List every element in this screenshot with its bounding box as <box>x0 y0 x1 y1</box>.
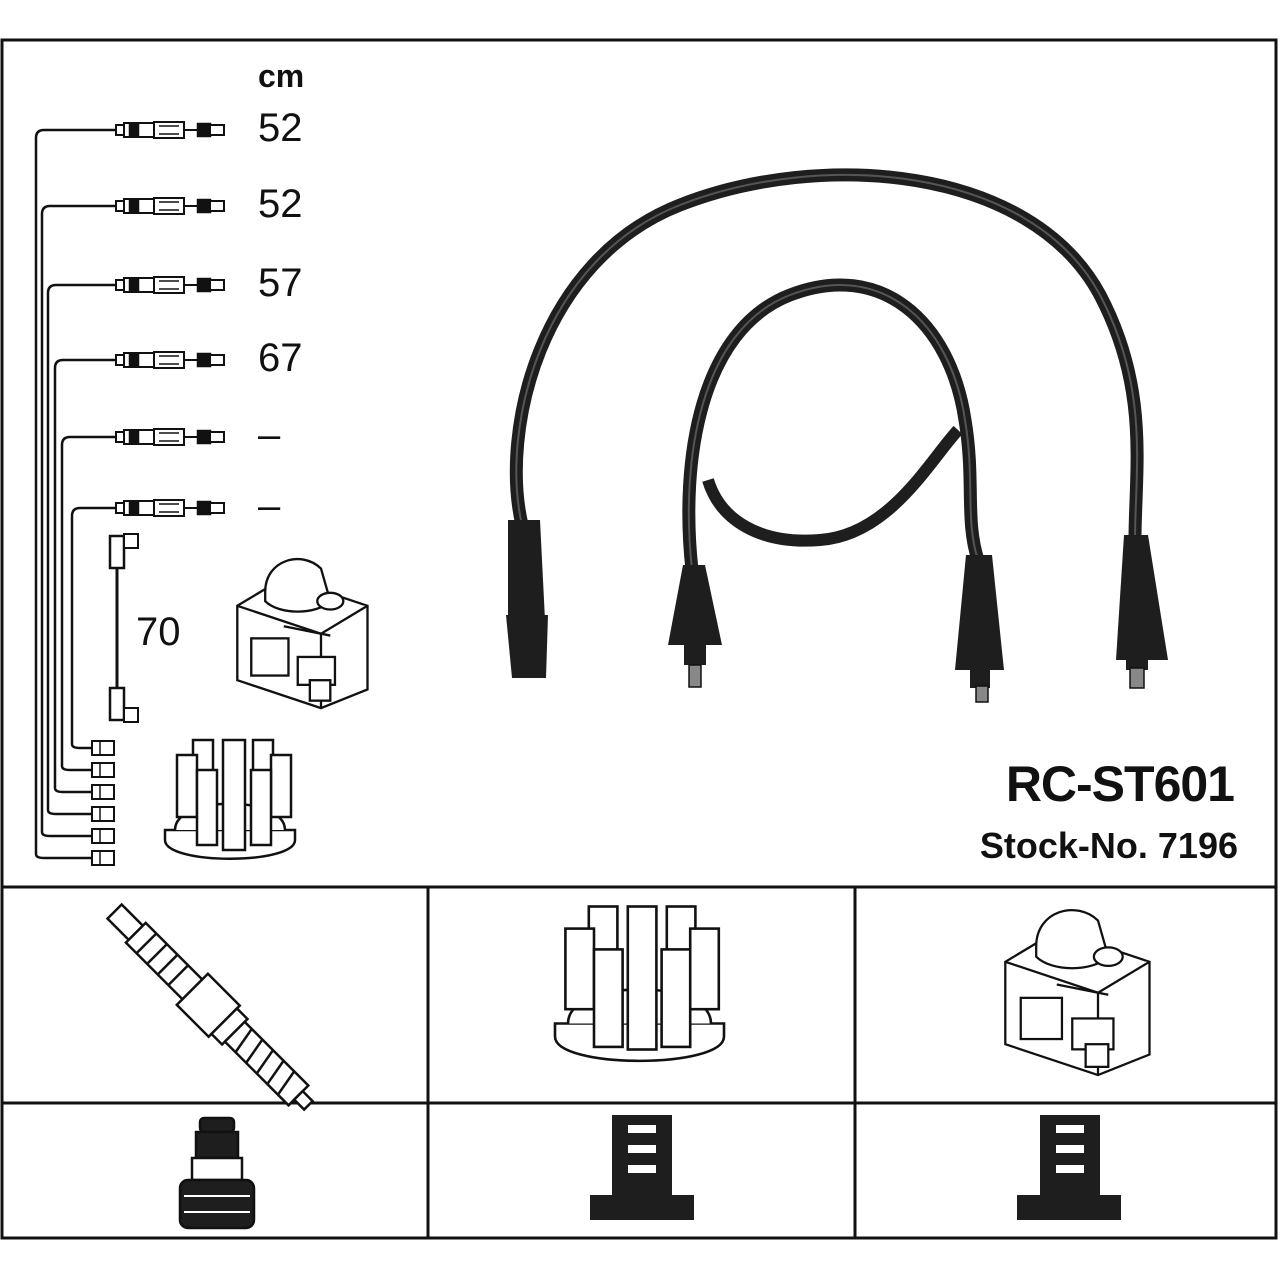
spark-plug-icon <box>105 902 315 1112</box>
distributor-cap-small-icon <box>163 738 297 860</box>
ignition-coil-icon <box>1004 909 1151 1077</box>
lead-terminal-assembly <box>114 350 226 370</box>
lead-terminal-assembly <box>114 275 226 295</box>
lead-schematic <box>34 120 226 867</box>
distributor-end-terminal <box>90 827 116 845</box>
lead-terminal-assembly <box>114 196 226 216</box>
lead-length-label: 67 <box>258 336 303 380</box>
model-number: RC-ST601 <box>1005 756 1235 812</box>
distributor-end-terminal <box>90 805 116 823</box>
lead-length-label: – <box>258 413 281 457</box>
lead-length-label: 52 <box>258 182 303 226</box>
lead-length-label: – <box>258 484 281 528</box>
lead-length-label: 52 <box>258 106 303 150</box>
distributor-end-terminal <box>90 761 116 779</box>
distributor-end-terminal <box>90 739 116 757</box>
distributor-cap-icon <box>553 905 726 1063</box>
distributor-end-terminal <box>90 849 116 867</box>
ignition-coil-small-icon <box>236 558 369 710</box>
cable-set-drawing <box>506 168 1168 703</box>
outer-frame <box>0 38 1278 1240</box>
lead-terminal-assembly <box>114 120 226 140</box>
unit-label: cm <box>258 58 305 94</box>
stock-number: Stock-No. 7196 <box>979 825 1238 866</box>
coil-lead-schematic <box>108 533 139 723</box>
plug-connector-icon <box>178 1116 256 1230</box>
lead-wire <box>34 128 118 860</box>
lead-terminal-assembly <box>114 498 226 518</box>
distributor-connector-icon <box>590 1115 694 1220</box>
lead-wire <box>60 435 118 772</box>
lead-terminal-assembly <box>114 427 226 447</box>
lead-wire <box>46 283 118 816</box>
lead-wire <box>53 358 118 794</box>
lead-wire <box>70 506 118 750</box>
coil-lead-length-label: 70 <box>136 610 181 654</box>
distributor-end-terminal <box>90 783 116 801</box>
coil-connector-icon <box>1017 1115 1121 1220</box>
lead-length-label: 57 <box>258 261 303 305</box>
lead-wire <box>40 204 118 838</box>
